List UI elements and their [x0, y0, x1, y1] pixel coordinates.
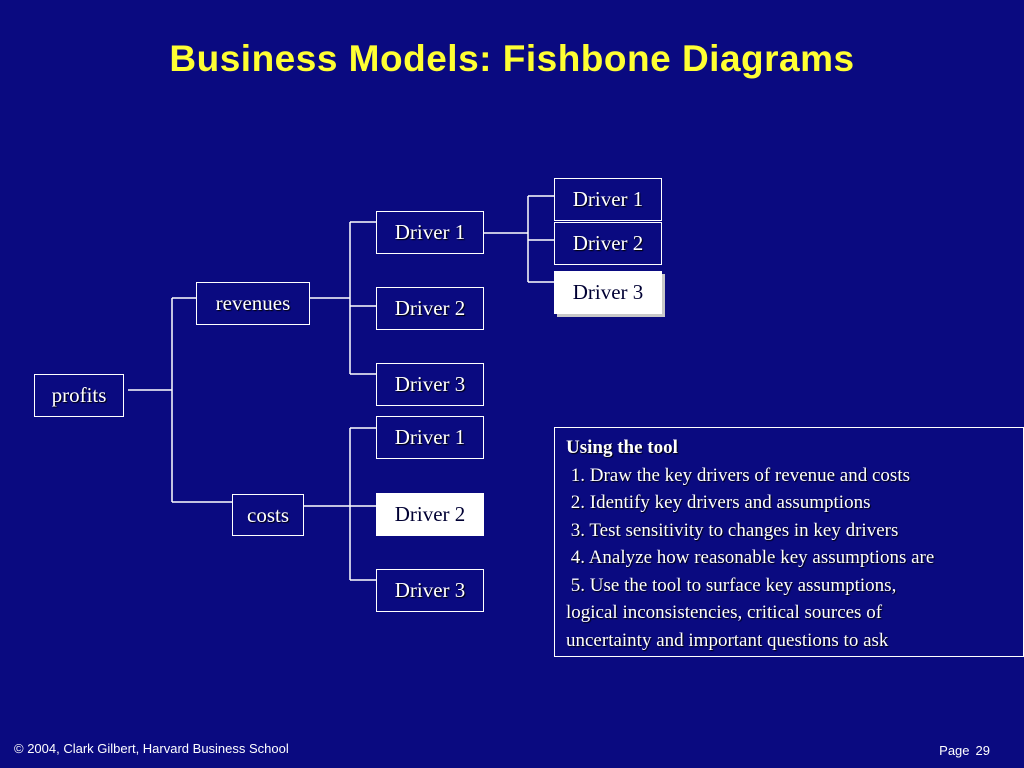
page-number: 29 — [975, 743, 990, 758]
notes-step-4: 4. Analyze how reasonable key assumption… — [566, 547, 935, 568]
sub-driver-3-highlighted: Driver 3 — [554, 271, 662, 314]
sub-driver-2: Driver 2 — [554, 222, 662, 265]
costs-box: costs — [232, 494, 304, 536]
usage-notes-panel: Using the tool 1. Draw the key drivers o… — [554, 427, 1024, 657]
revenue-driver-1: Driver 1 — [376, 211, 484, 254]
sub-driver-1: Driver 1 — [554, 178, 662, 221]
cost-driver-3: Driver 3 — [376, 569, 484, 612]
cost-driver-2-highlighted: Driver 2 — [376, 493, 484, 536]
slide-title: Business Models: Fishbone Diagrams — [169, 38, 855, 79]
page-indicator: Page 29 — [933, 743, 990, 758]
profits-box: profits — [34, 374, 124, 417]
notes-step-5: 5. Use the tool to surface key assumptio… — [566, 574, 897, 596]
revenue-driver-2: Driver 2 — [376, 287, 484, 330]
revenues-box: revenues — [196, 282, 310, 325]
notes-continuation-1: logical inconsistencies, critical source… — [566, 602, 883, 623]
page-label: Page — [939, 743, 970, 758]
copyright-footer: © 2004, Clark Gilbert, Harvard Business … — [14, 741, 289, 756]
notes-continuation-2: uncertainty and important questions to a… — [566, 629, 889, 651]
notes-heading: Using the tool — [566, 437, 678, 458]
revenue-driver-3: Driver 3 — [376, 363, 484, 406]
cost-driver-1: Driver 1 — [376, 416, 484, 459]
notes-step-3: 3. Test sensitivity to changes in key dr… — [566, 519, 899, 541]
notes-step-1: 1. Draw the key drivers of revenue and c… — [566, 464, 910, 486]
notes-step-2: 2. Identify key drivers and assumptions — [566, 492, 871, 513]
